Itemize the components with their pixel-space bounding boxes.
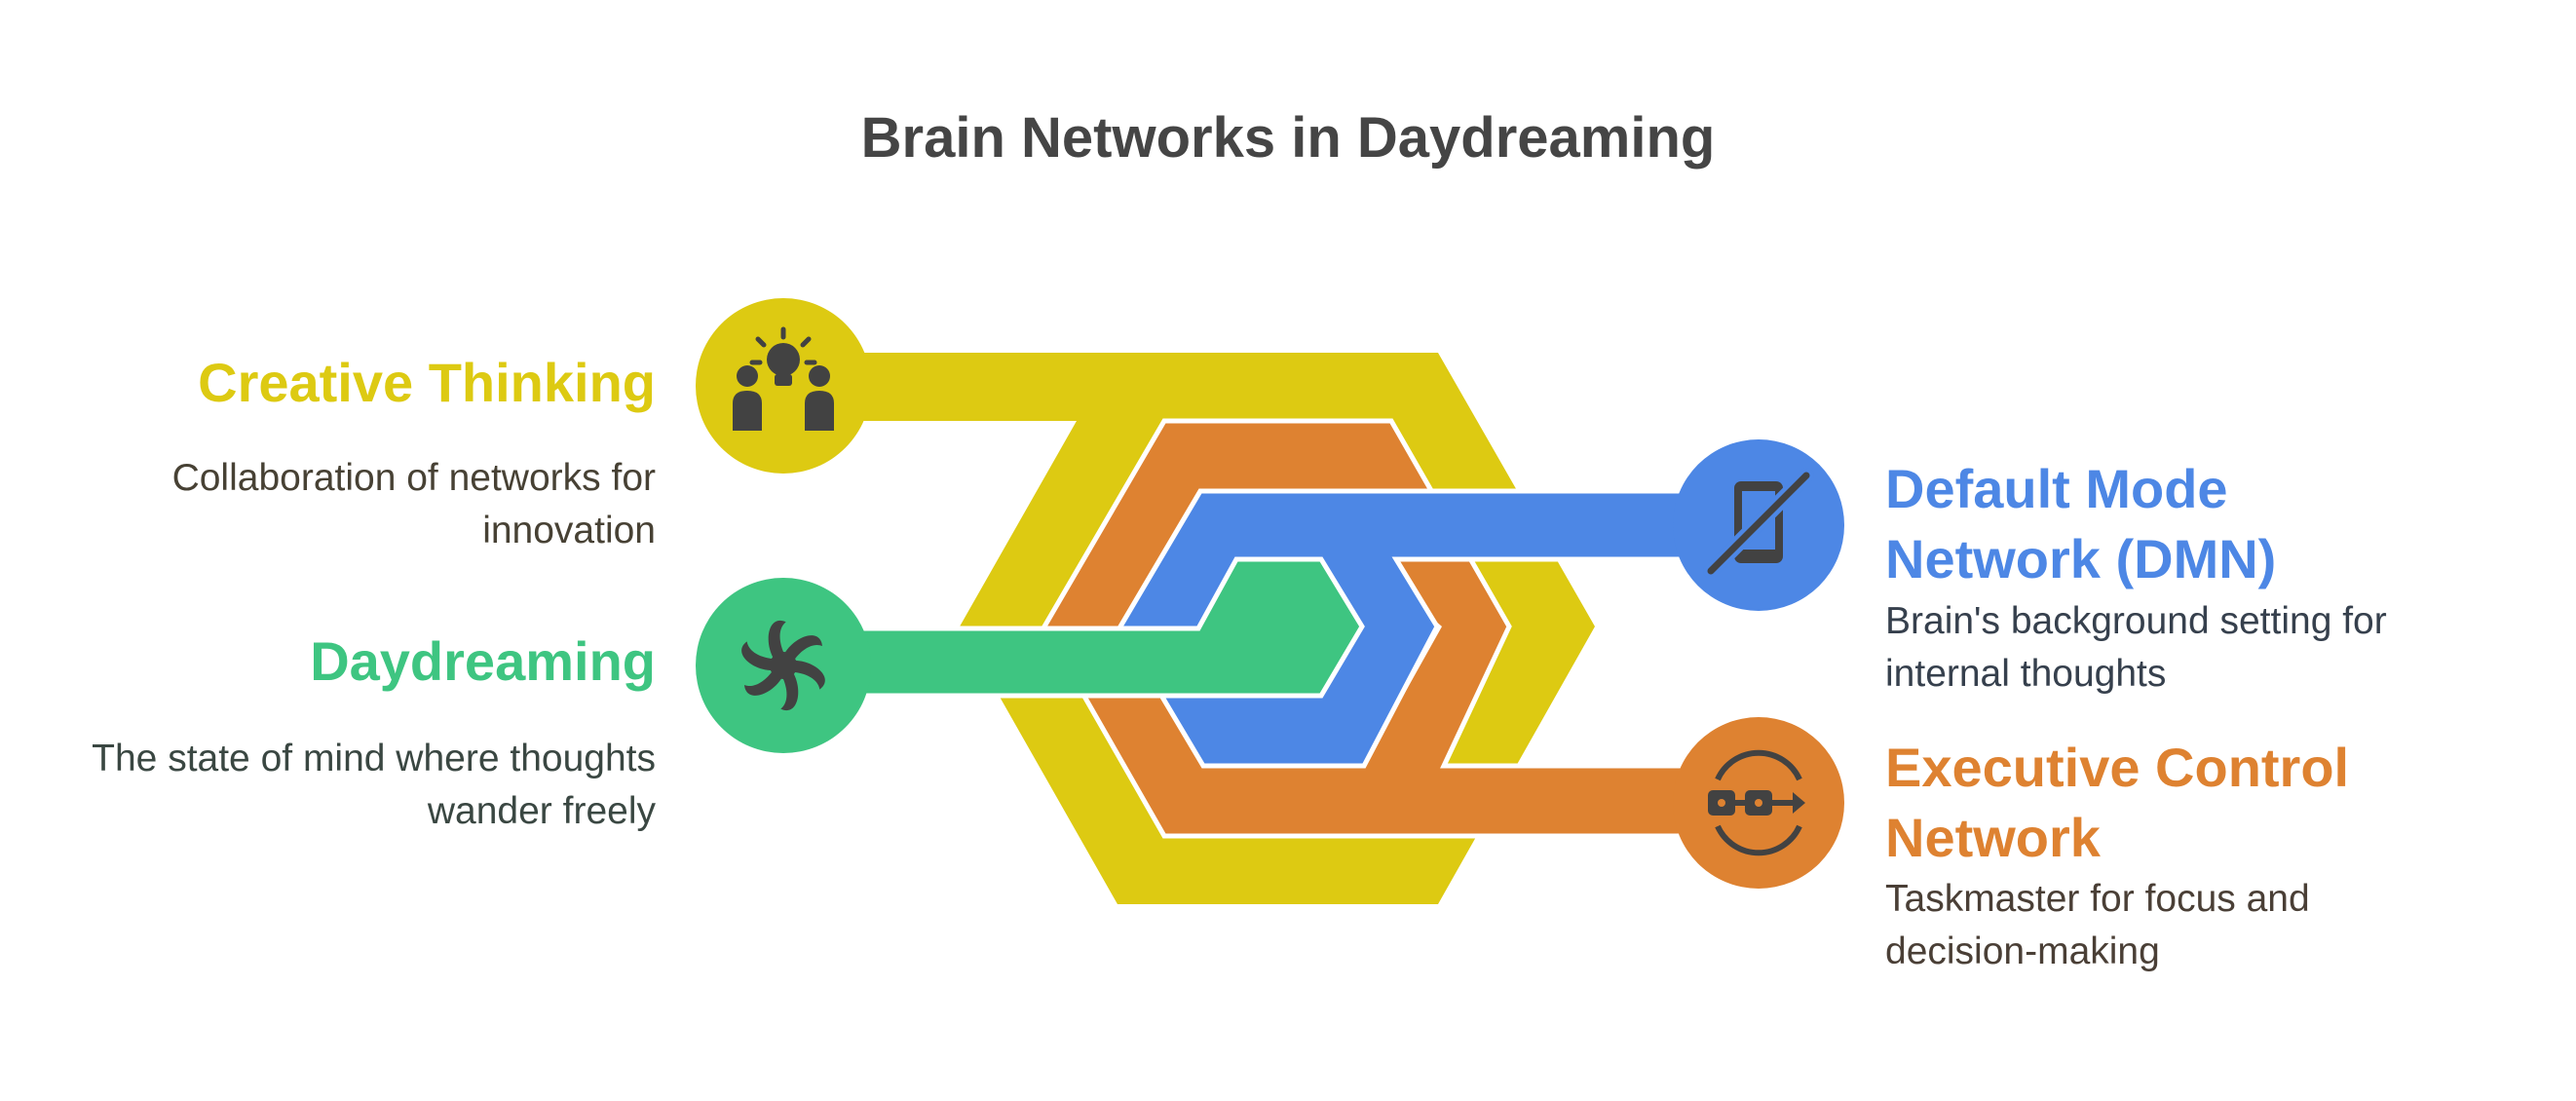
creative-thinking-node bbox=[696, 298, 871, 474]
ecn-node bbox=[1673, 717, 1844, 889]
ecn-heading: Executive Control Network bbox=[1885, 737, 2350, 868]
daydreaming-description: The state of mind where thoughts wander … bbox=[92, 738, 656, 832]
dmn-heading: Default Mode Network (DMN) bbox=[1885, 458, 2277, 589]
lightbulb-people-icon bbox=[733, 326, 834, 431]
network-cycle-icon bbox=[1708, 749, 1805, 856]
swirl-icon bbox=[741, 620, 825, 711]
diagram-title: Brain Networks in Daydreaming bbox=[860, 106, 1716, 170]
ecn-description: Taskmaster for focus and decision-making bbox=[1885, 878, 2310, 972]
dmn-description: Brain's background setting for internal … bbox=[1885, 600, 2387, 695]
creative-thinking-heading: Creative Thinking bbox=[198, 352, 656, 413]
daydreaming-band bbox=[781, 556, 1365, 699]
phone-off-icon bbox=[1703, 468, 1814, 579]
daydreaming-heading: Daydreaming bbox=[310, 630, 656, 692]
creative-thinking-description: Collaboration of networks for innovation bbox=[171, 457, 656, 551]
dmn-node bbox=[1673, 439, 1844, 611]
daydreaming-node bbox=[696, 578, 871, 753]
